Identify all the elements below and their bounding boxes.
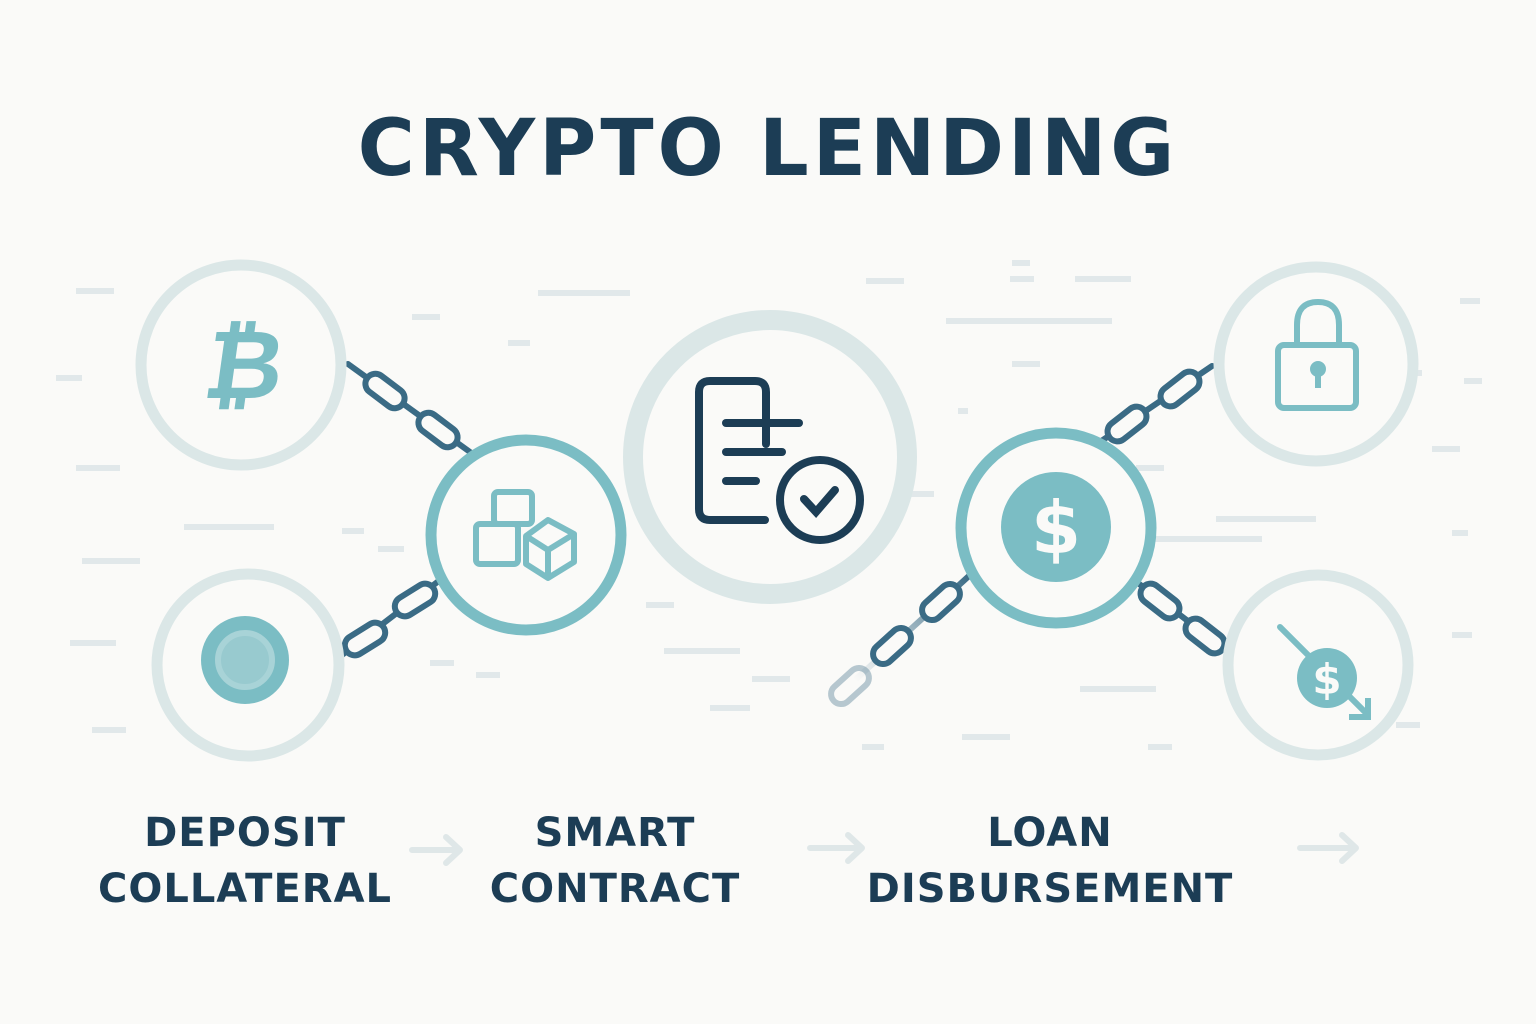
lock-node [1213, 261, 1419, 467]
padlock-icon [1275, 298, 1359, 411]
smart-contract-node [623, 310, 917, 604]
dollar-down-arrow-icon: $ [1277, 624, 1371, 720]
page-title: CRYPTO LENDING [357, 104, 1179, 194]
document-check-icon [695, 377, 864, 544]
blocks-node [425, 434, 627, 636]
blocks-icon [473, 489, 577, 581]
step-label-deposit-collateral: DEPOSIT COLLATERAL [97, 810, 393, 912]
svg-text:$: $ [1031, 486, 1081, 570]
step-label-smart-contract: SMART CONTRACT [489, 810, 741, 912]
arrow-right-icon [807, 832, 865, 864]
svg-text:$: $ [1312, 655, 1341, 704]
coin-node [151, 568, 345, 762]
dollar-node: $ [955, 427, 1157, 629]
arrow-right-icon [409, 834, 463, 866]
arrow-right-icon [1297, 832, 1359, 864]
dollar-down-node: $ [1222, 569, 1414, 761]
dollar-coin-icon: $ [1001, 472, 1111, 582]
bitcoin-icon: ₿ [198, 308, 292, 420]
coin-icon [201, 616, 289, 704]
chain-link-icon [339, 361, 1229, 708]
step-label-loan-disbursement: LOAN DISBURSEMENT [866, 810, 1234, 912]
bitcoin-node: ₿ [135, 259, 347, 471]
